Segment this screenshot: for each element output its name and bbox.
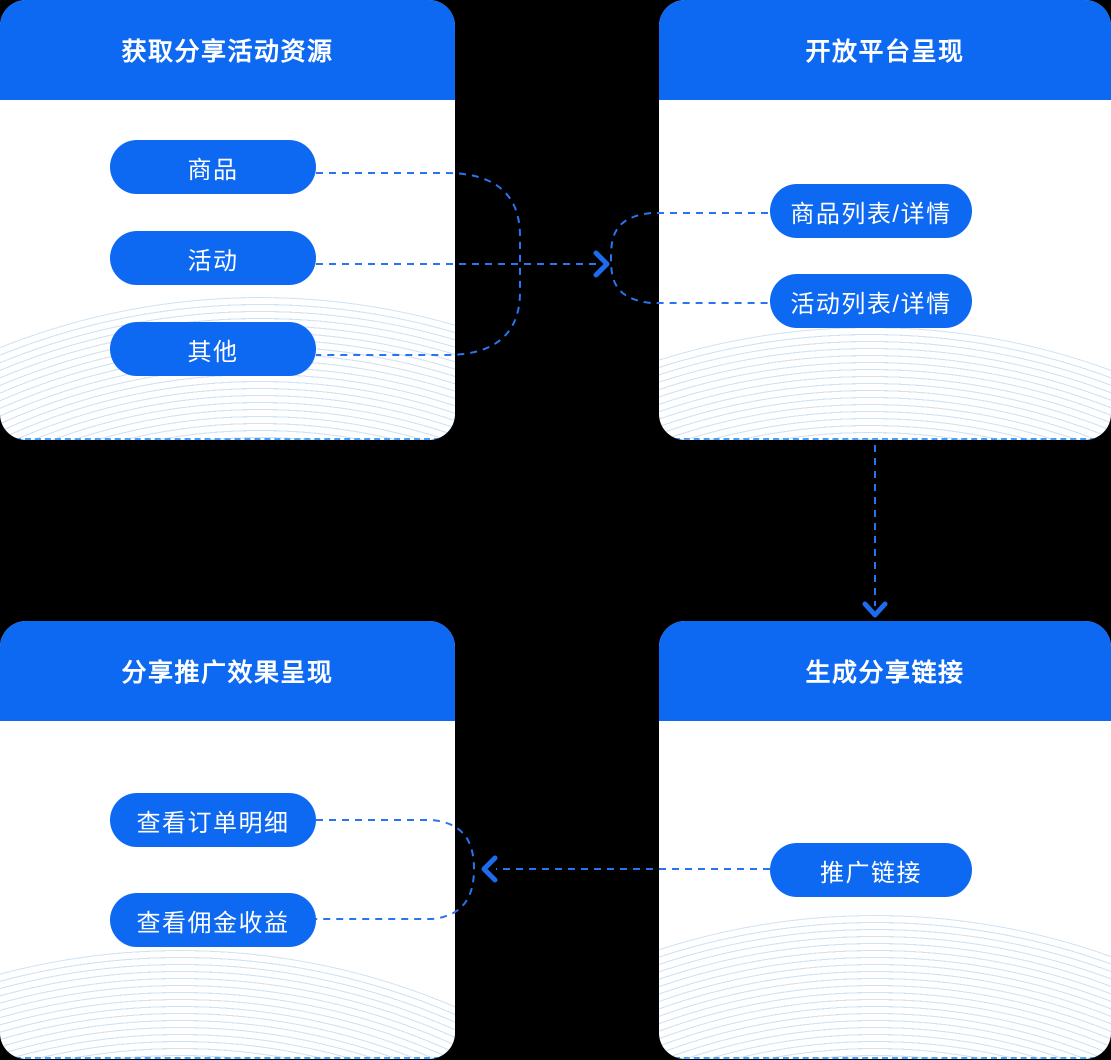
panel-header: 获取分享活动资源 (0, 0, 455, 100)
node-promo-link: 推广链接 (770, 843, 972, 897)
node-label: 其他 (187, 338, 239, 366)
node-other: 其他 (110, 322, 316, 376)
panel-generate-share-link: 生成分享链接 推广链接 (659, 621, 1111, 1059)
node-label: 推广链接 (820, 859, 922, 887)
node-label: 活动列表/详情 (790, 290, 952, 318)
node-label: 商品 (187, 156, 239, 184)
node-view-order-detail: 查看订单明细 (110, 793, 316, 847)
node-product: 商品 (110, 140, 316, 194)
node-label: 查看佣金收益 (136, 909, 290, 937)
node-label: 查看订单明细 (136, 809, 290, 837)
ripple-pattern (659, 327, 1111, 440)
arrowhead-left-icon (481, 855, 498, 883)
panel-open-platform: 开放平台呈现 商品列表/详情 活动列表/详情 (659, 0, 1111, 440)
node-label: 商品列表/详情 (790, 200, 952, 228)
node-activity: 活动 (110, 231, 316, 285)
panel-promotion-effect: 分享推广效果呈现 查看订单明细 查看佣金收益 (0, 621, 455, 1059)
panel-title: 开放平台呈现 (805, 38, 965, 66)
panel-title: 分享推广效果呈现 (121, 659, 334, 687)
arrowhead-down-icon (862, 601, 888, 618)
panel-header: 开放平台呈现 (659, 0, 1111, 100)
arrowhead-right-icon (593, 250, 610, 278)
panel-get-share-resources: 获取分享活动资源 商品 活动 其他 (0, 0, 455, 440)
node-product-list-detail: 商品列表/详情 (770, 184, 972, 238)
panel-title: 生成分享链接 (805, 659, 965, 687)
node-activity-list-detail: 活动列表/详情 (770, 274, 972, 328)
node-label: 活动 (187, 247, 239, 275)
ripple-pattern (0, 950, 455, 1059)
panel-header: 分享推广效果呈现 (0, 621, 455, 721)
node-view-commission: 查看佣金收益 (110, 893, 316, 947)
ripple-pattern (659, 915, 1111, 1059)
panel-header: 生成分享链接 (659, 621, 1111, 721)
panel-title: 获取分享活动资源 (121, 38, 334, 66)
